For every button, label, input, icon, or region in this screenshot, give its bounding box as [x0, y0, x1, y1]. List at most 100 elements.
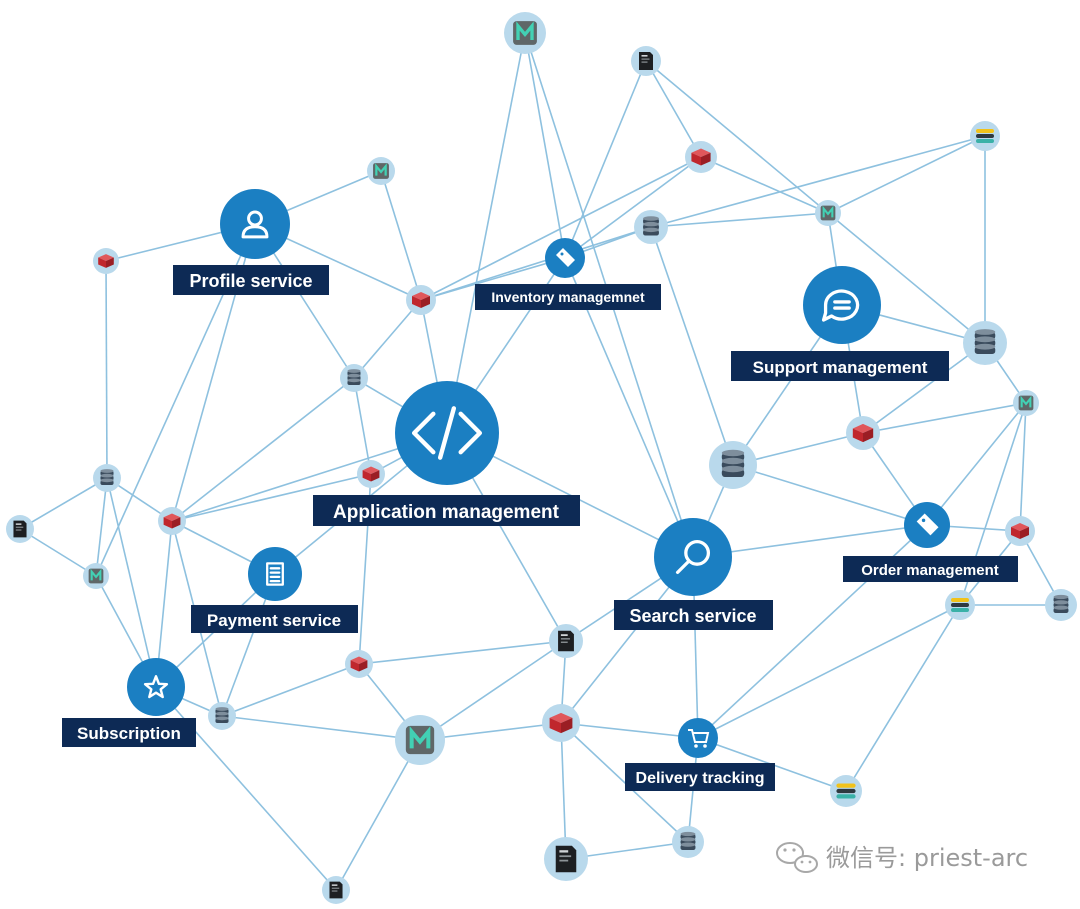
node-l4: [544, 837, 588, 881]
label-delivery-text: Delivery tracking: [636, 770, 765, 787]
edge-d3-m4: [95, 477, 108, 577]
node-e3: [830, 775, 862, 807]
magnifier-icon: [675, 539, 711, 575]
edge-d1-c3: [420, 226, 652, 301]
node-c1: [93, 248, 119, 274]
database-icon: [974, 329, 996, 354]
label-order: Order management: [843, 556, 1018, 582]
label-subscription: Subscription: [62, 718, 196, 747]
label-delivery: Delivery tracking: [625, 763, 775, 791]
watermark: 微信号: priest-arc: [776, 842, 1028, 873]
user-icon: [241, 210, 269, 239]
node-d1: [634, 210, 668, 244]
edge-m_top-app: [446, 32, 526, 434]
cache-icon: [1011, 523, 1029, 539]
node-inv: [545, 238, 585, 278]
edge-d3-sub: [106, 477, 157, 688]
edge-c3-c2: [420, 156, 702, 301]
node-l5: [322, 876, 350, 904]
node-d8: [672, 826, 704, 858]
cache-icon: [362, 466, 380, 482]
star-icon: [143, 675, 169, 699]
node-c8: [345, 650, 373, 678]
log-file-icon: [13, 520, 27, 538]
tag-icon: [916, 513, 939, 536]
edge-l2-m4: [19, 528, 97, 577]
node-d5: [963, 321, 1007, 365]
node-m3: [1013, 390, 1039, 416]
edge-m_top-inv: [524, 32, 566, 259]
edge-e2-e3: [845, 604, 961, 792]
log-file-icon: [639, 52, 653, 70]
node-c4: [357, 460, 385, 488]
cache-icon: [691, 148, 711, 166]
database-icon: [1053, 594, 1069, 613]
labels-layer: Application management Profile service I…: [62, 265, 1018, 791]
database-icon: [643, 216, 659, 236]
edge-m1-c3: [380, 170, 422, 301]
node-app: [395, 381, 499, 485]
node-e1: [970, 121, 1000, 151]
edge-c9-l4: [560, 722, 567, 860]
node-c6: [846, 416, 880, 450]
label-inventory: Inventory managemnet: [475, 284, 661, 310]
node-l2: [6, 515, 34, 543]
node-m1: [367, 157, 395, 185]
edge-c8-l3: [358, 640, 567, 665]
edges-layer: [19, 32, 1062, 891]
node-d3: [93, 464, 121, 492]
node-sub: [127, 658, 185, 716]
m-server-icon: [820, 205, 836, 221]
node-m_top: [504, 12, 546, 54]
node-d4: [709, 441, 757, 489]
node-l3: [549, 624, 583, 658]
label-payment-text: Payment service: [207, 611, 341, 630]
m-server-icon: [88, 568, 104, 584]
m-server-icon: [405, 725, 435, 755]
edge-m3-ord: [926, 402, 1027, 526]
edge-m5-l3: [419, 640, 567, 741]
node-l1: [631, 46, 661, 76]
edge-d1-d4: [650, 226, 734, 466]
edge-d7-c8: [221, 663, 360, 717]
edge-c6-m3: [862, 402, 1027, 434]
chat-bubble-icon: [821, 289, 860, 322]
node-sup: [803, 266, 881, 344]
node-m4: [83, 563, 109, 589]
cache-icon: [852, 423, 874, 443]
edge-c2-m2: [700, 156, 829, 214]
node-c2: [685, 141, 717, 173]
node-del: [678, 718, 718, 758]
nodes-layer: [6, 12, 1077, 904]
label-application-text: Application management: [333, 502, 560, 523]
label-application: Application management: [313, 495, 580, 526]
node-d7: [208, 702, 236, 730]
edge-m2-e1: [827, 135, 986, 214]
node-c3: [406, 285, 436, 315]
cache-icon: [163, 513, 181, 529]
m-server-icon: [373, 163, 389, 179]
edge-l1-c2: [645, 60, 702, 158]
label-profile: Profile service: [173, 265, 329, 295]
node-prof: [220, 189, 290, 259]
label-support-text: Support management: [753, 358, 928, 377]
elastic-stack-icon: [836, 783, 856, 799]
edge-srch-ord: [692, 524, 928, 558]
m-server-icon: [1018, 395, 1034, 411]
edge-m3-c7: [1019, 402, 1027, 532]
database-icon: [215, 707, 229, 723]
edge-d1-m2: [650, 212, 829, 228]
cache-icon: [98, 254, 114, 268]
label-search: Search service: [614, 600, 773, 630]
node-c7: [1005, 516, 1035, 546]
wechat-logo-icon: [776, 842, 818, 873]
edge-c4-c5: [171, 473, 372, 522]
label-support: Support management: [731, 351, 949, 381]
edge-d5-c6: [862, 342, 986, 434]
label-profile-text: Profile service: [189, 271, 312, 291]
database-icon: [721, 449, 745, 477]
log-file-icon: [329, 881, 343, 899]
node-c9: [542, 704, 580, 742]
edge-e1-d1: [650, 135, 986, 228]
